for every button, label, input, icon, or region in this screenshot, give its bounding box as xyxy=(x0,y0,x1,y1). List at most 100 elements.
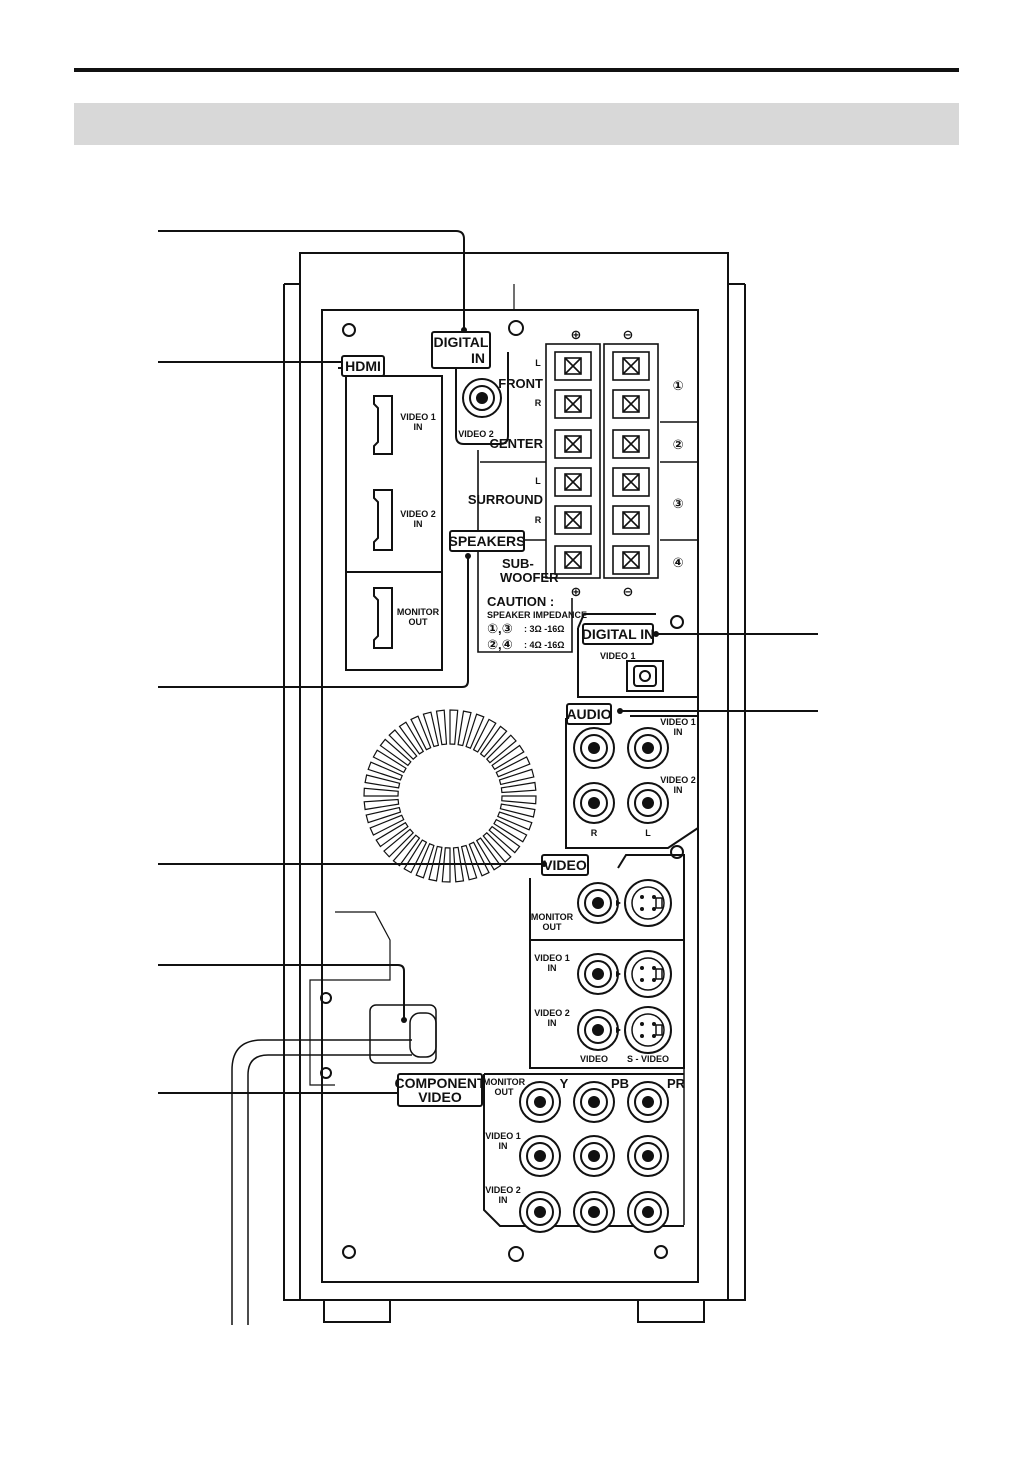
plus-top: ⊕ xyxy=(571,327,582,342)
svideo-jack-pin xyxy=(652,966,656,970)
fan-slot xyxy=(441,847,451,883)
video-video2-label: VIDEO 2 xyxy=(534,1008,570,1018)
fan-slot xyxy=(379,738,412,767)
terminal-clip[interactable] xyxy=(612,545,650,575)
callout-speakers xyxy=(158,558,469,688)
optical-video1-label: VIDEO 1 xyxy=(600,651,636,661)
impedance-label: SPEAKER IMPEDANCE xyxy=(487,610,587,620)
hdmi-port-monitor xyxy=(373,587,393,649)
terminal-strip-minus xyxy=(603,343,659,579)
composite-jack-pin xyxy=(592,1024,604,1036)
fan-slot xyxy=(428,845,443,882)
terminal-hole xyxy=(564,395,582,413)
terminal-clip[interactable] xyxy=(554,389,592,419)
fan-slot xyxy=(465,713,485,749)
terminal-clip[interactable] xyxy=(554,351,592,381)
audio-tag xyxy=(566,703,612,725)
digital-coax-label: DIGITAL xyxy=(434,334,489,350)
video-video1-label: VIDEO 1 xyxy=(534,953,570,963)
terminal-clip[interactable] xyxy=(554,429,592,459)
front-l-label: L xyxy=(535,358,541,368)
fan-slot xyxy=(383,828,415,858)
terminal-clip[interactable] xyxy=(554,505,592,535)
fan-slot xyxy=(388,729,418,761)
svideo-jack-key xyxy=(655,968,663,980)
hdmi-video2-label: VIDEO 2 xyxy=(400,509,436,519)
terminal-clip[interactable] xyxy=(612,467,650,497)
component-video1-in-label: IN xyxy=(499,1141,508,1151)
video-video1-in-label: IN xyxy=(548,963,557,973)
hdmi-block xyxy=(345,375,443,671)
svideo-jack-pin xyxy=(652,895,656,899)
center-label: CENTER xyxy=(490,436,544,451)
digital-coax-in-label: IN xyxy=(471,350,485,366)
terminal-clip[interactable] xyxy=(554,545,592,575)
terminal-cross xyxy=(622,473,640,491)
digital-coax-block xyxy=(455,352,509,445)
composite-jack-pin xyxy=(592,897,604,909)
fan-slot xyxy=(372,749,407,774)
component-monitor-out-label: OUT xyxy=(495,1087,515,1097)
fan-slot xyxy=(449,709,459,745)
terminal-clip[interactable] xyxy=(554,467,592,497)
hdmi-port-video2 xyxy=(373,489,393,551)
fan-slot xyxy=(435,709,448,746)
terminal-clip[interactable] xyxy=(612,505,650,535)
svideo-jack-pin xyxy=(652,1022,656,1026)
digital-coax-tag xyxy=(431,331,491,369)
audio-video2-in-label: IN xyxy=(674,785,683,795)
audio-video1-label: VIDEO 1 xyxy=(660,717,696,727)
video-monitor-out-label: OUT xyxy=(543,922,563,932)
fan-slot xyxy=(475,837,502,871)
svideo-jack-pin xyxy=(652,978,656,982)
front-r-label: R xyxy=(535,398,542,408)
unit-body xyxy=(283,283,746,1301)
svideo-jack-arrow xyxy=(616,971,621,977)
group-4-label: ④ xyxy=(672,555,683,570)
fan-slot xyxy=(472,718,497,753)
terminal-clip[interactable] xyxy=(612,429,650,459)
hdmi-label: HDMI xyxy=(345,358,381,374)
terminal-hole xyxy=(622,435,640,453)
title-band xyxy=(74,103,959,145)
audio-rca-jack-pin xyxy=(642,742,654,754)
minus-bottom: ⊖ xyxy=(623,584,634,599)
speakers-tag xyxy=(449,530,525,552)
hdmi-video1-label: VIDEO 1 xyxy=(400,412,436,422)
digital-optical-label: DIGITAL IN xyxy=(582,626,655,642)
impedance-row1-value: : 3Ω -16Ω xyxy=(524,624,564,634)
component-video2-label: VIDEO 2 xyxy=(485,1185,521,1195)
minus-top: ⊖ xyxy=(623,327,634,342)
fan-slot xyxy=(392,834,421,867)
terminal-clip[interactable] xyxy=(612,351,650,381)
terminal-hole xyxy=(564,551,582,569)
terminal-cross xyxy=(622,511,640,529)
terminal-cross xyxy=(622,395,640,413)
fan-slot xyxy=(497,811,533,831)
component-jack-pin xyxy=(534,1096,546,1108)
terminal-cross xyxy=(564,357,582,375)
video-composite-label: VIDEO xyxy=(580,1054,608,1064)
audio-rca-jack-pin xyxy=(642,797,654,809)
component-jack-pin xyxy=(534,1150,546,1162)
terminal-hole xyxy=(622,473,640,491)
left-foot xyxy=(323,1300,391,1323)
terminal-cross xyxy=(564,395,582,413)
audio-block xyxy=(565,718,699,849)
audio-rca-jack-pin xyxy=(588,797,600,809)
fan-slot xyxy=(422,711,440,748)
group-2-label: ② xyxy=(672,437,683,452)
fan-slot xyxy=(491,744,525,771)
woofer-label: WOOFER xyxy=(500,570,559,585)
terminal-cross xyxy=(622,357,640,375)
fan-slot xyxy=(501,795,537,805)
impedance-row2-groups: ②,④ xyxy=(487,637,513,652)
terminal-clip[interactable] xyxy=(612,389,650,419)
svideo-jack-pin xyxy=(652,907,656,911)
audio-rca-jack-pin xyxy=(588,742,600,754)
terminal-cross xyxy=(622,551,640,569)
svideo-jack-face xyxy=(631,1013,665,1047)
fan-slot xyxy=(485,734,517,764)
audio-label: AUDIO xyxy=(566,706,611,722)
